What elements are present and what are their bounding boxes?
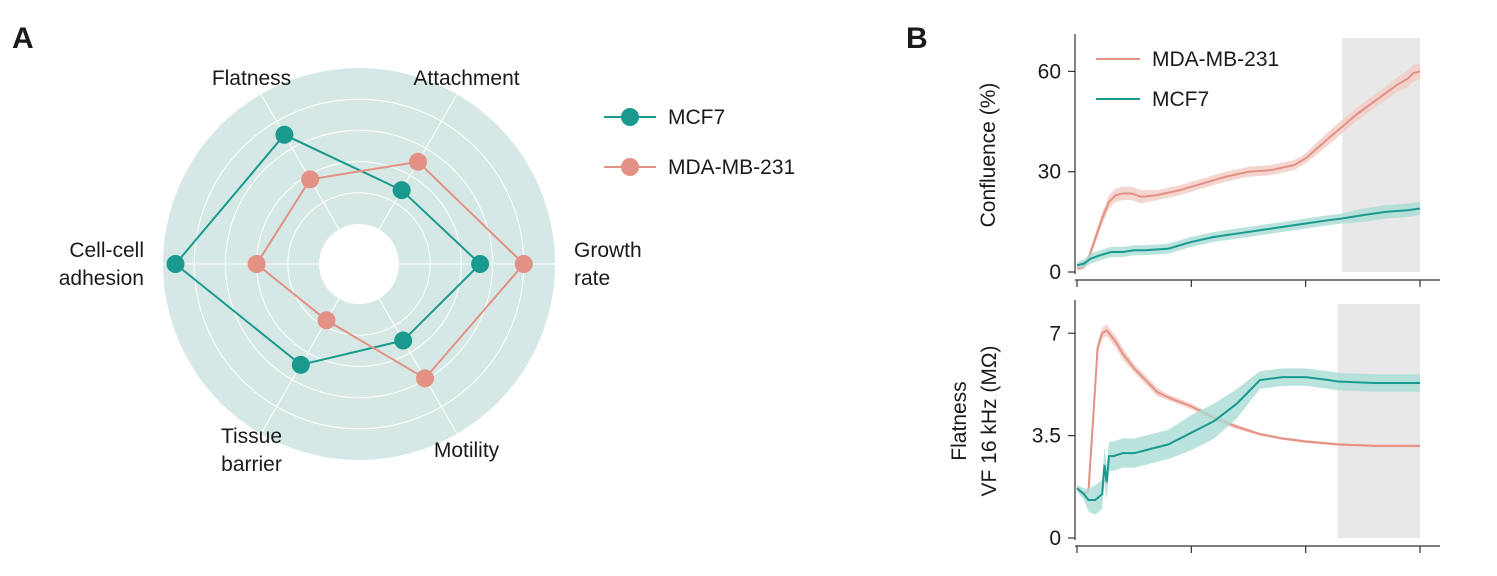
radar-point-mcf7 [275, 125, 294, 144]
series-line-mda-mb-231 [1076, 328, 1420, 496]
radar-point-mcf7 [392, 181, 411, 200]
y-axis-label: Flatness [948, 381, 971, 460]
error-band-mda-mb-231 [1077, 324, 1420, 498]
radar-point-mda-mb-231 [247, 255, 266, 273]
y-tick-label: 7 [1049, 322, 1061, 345]
legend-label-mcf7: MCF7 [1152, 88, 1209, 111]
legend-label-mda-mb-231: MDA-MB-231 [668, 156, 795, 179]
y-axis-label: Confluence (%) [977, 83, 1000, 228]
y-tick-label: 30 [1038, 161, 1061, 184]
radar-point-mda-mb-231 [409, 152, 427, 171]
panel-a-label: A [12, 22, 34, 55]
radar-axis-label-attachment: Attachment [413, 67, 519, 90]
y-tick-label: 0 [1049, 527, 1061, 550]
radar-point-mcf7 [394, 331, 413, 350]
radar-point-mcf7 [471, 255, 490, 273]
shaded-region [1337, 304, 1420, 538]
legend-marker-mda-mb-231 [621, 158, 639, 176]
panel-b-label: B [906, 22, 928, 55]
radar-axis-label-motility: Motility [434, 439, 500, 462]
error-band-mda-mb-231 [1077, 63, 1420, 271]
series-line-mda-mb-231 [1076, 70, 1421, 270]
radar-axis-label-cell-cell: Cell-cell [69, 239, 144, 262]
radar-point-mda-mb-231 [317, 311, 336, 330]
legend-label-mda-mb-231: MDA-MB-231 [1152, 48, 1279, 71]
radar-point-mda-mb-231 [514, 255, 533, 273]
radar-point-mcf7 [291, 355, 310, 374]
radar-axis-label-growth: Growth [574, 239, 642, 262]
radar-point-mcf7 [166, 255, 185, 273]
radar-axis-label-barrier: barrier [221, 453, 282, 476]
legend-label-mcf7: MCF7 [668, 106, 725, 129]
radar-spoke [260, 94, 340, 230]
y-tick-label: 0 [1049, 261, 1061, 284]
series-line-mcf7 [1076, 207, 1421, 267]
y-tick-label: 3.5 [1032, 425, 1061, 448]
radar-center-hole [319, 224, 399, 304]
legend-marker-mcf7 [621, 108, 639, 126]
radar-point-mda-mb-231 [416, 369, 435, 388]
radar-axis-label-tissue: Tissue [221, 425, 282, 448]
radar-spoke [378, 298, 458, 434]
radar-axis-label-adhesion: adhesion [59, 267, 144, 290]
radar-point-mda-mb-231 [301, 170, 320, 189]
radar-axis-label-rate: rate [574, 267, 610, 290]
y-axis-label: VF 16 kHz (MΩ) [978, 345, 1001, 496]
y-tick-label: 60 [1038, 60, 1061, 83]
series-line-mcf7 [1076, 376, 1420, 501]
radar-axis-label-flatness: Flatness [212, 67, 291, 90]
